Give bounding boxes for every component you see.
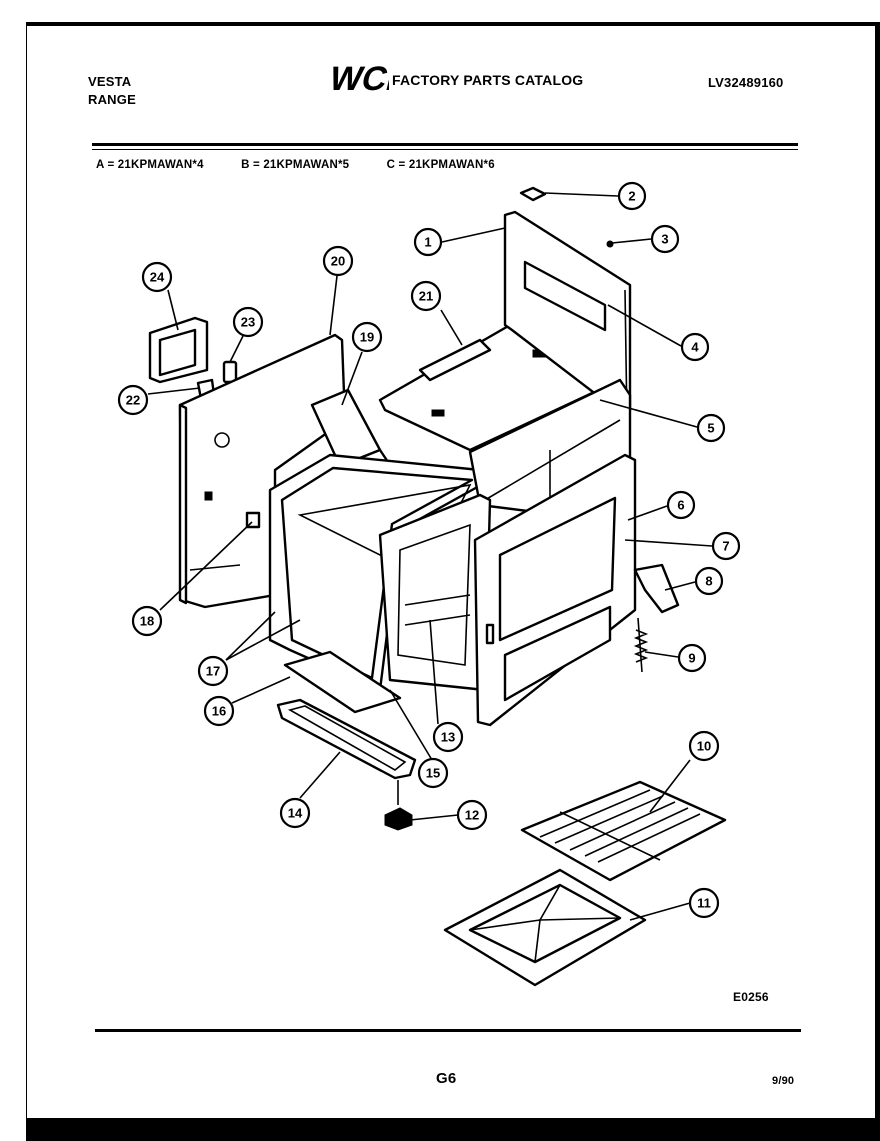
svg-text:13: 13 bbox=[441, 730, 455, 745]
svg-text:20: 20 bbox=[331, 254, 345, 269]
svg-text:18: 18 bbox=[140, 614, 154, 629]
header-rule-bottom bbox=[92, 149, 798, 150]
part-16 bbox=[283, 650, 402, 714]
callout-15: 15 bbox=[417, 757, 449, 789]
catalog-date: 9/90 bbox=[772, 1075, 795, 1087]
callout-7: 7 bbox=[711, 531, 741, 561]
leader-lines bbox=[147, 192, 713, 921]
svg-text:7: 7 bbox=[722, 539, 729, 554]
callout-12: 12 bbox=[456, 799, 488, 831]
model-number: LV32489160 bbox=[708, 75, 784, 90]
part-plug-2 bbox=[519, 186, 547, 202]
svg-text:2: 2 bbox=[628, 189, 635, 204]
callout-5: 5 bbox=[696, 413, 726, 443]
svg-text:14: 14 bbox=[288, 806, 303, 821]
part-side-panel-20 bbox=[178, 333, 347, 609]
callout-3: 3 bbox=[650, 224, 680, 254]
variant-c: C = 21KPMAWAN*6 bbox=[386, 159, 495, 171]
svg-text:5: 5 bbox=[707, 421, 714, 436]
svg-text:11: 11 bbox=[697, 896, 711, 911]
part-leveler-12 bbox=[384, 780, 413, 831]
variant-list: A = 21KPMAWAN*4 B = 21KPMAWAN*5 C = 21KP… bbox=[96, 159, 529, 171]
svg-text:9: 9 bbox=[688, 651, 695, 666]
part-screw-3 bbox=[606, 240, 614, 248]
footer-rule bbox=[95, 1029, 801, 1032]
part-door-6 bbox=[473, 453, 637, 727]
callout-24: 24 bbox=[141, 261, 173, 293]
wci-logo: WCI bbox=[326, 60, 389, 96]
callout-1: 1 bbox=[413, 227, 443, 257]
callout-18: 18 bbox=[131, 605, 163, 637]
part-hinge-8 bbox=[633, 563, 680, 614]
callout-4: 4 bbox=[680, 332, 710, 362]
callout-22: 22 bbox=[117, 384, 149, 416]
catalog-title: FACTORY PARTS CATALOG bbox=[392, 72, 584, 88]
callout-10: 10 bbox=[688, 730, 720, 762]
svg-text:12: 12 bbox=[465, 808, 479, 823]
svg-text:1: 1 bbox=[424, 235, 431, 250]
svg-text:6: 6 bbox=[677, 498, 684, 513]
callout-21: 21 bbox=[410, 280, 442, 312]
callout-23: 23 bbox=[232, 306, 264, 338]
svg-text:22: 22 bbox=[126, 393, 140, 408]
part-bracket-24 bbox=[148, 316, 209, 384]
callout-8: 8 bbox=[694, 566, 724, 596]
svg-text:10: 10 bbox=[697, 739, 711, 754]
brand-name: VESTA bbox=[88, 74, 132, 89]
drawing-code: E0256 bbox=[733, 990, 769, 1004]
page-number: G6 bbox=[436, 1070, 457, 1087]
callout-9: 9 bbox=[677, 643, 707, 673]
wci-logo-text: WCI bbox=[326, 60, 389, 96]
callout-11: 11 bbox=[688, 887, 720, 919]
part-clip-23 bbox=[222, 360, 238, 384]
svg-text:4: 4 bbox=[691, 340, 699, 355]
callout-2: 2 bbox=[617, 181, 647, 211]
callout-14: 14 bbox=[279, 797, 311, 829]
variant-b: B = 21KPMAWAN*5 bbox=[241, 159, 350, 171]
callout-20: 20 bbox=[322, 245, 354, 277]
part-rack-10 bbox=[520, 780, 727, 882]
svg-text:8: 8 bbox=[705, 574, 712, 589]
svg-text:19: 19 bbox=[360, 330, 374, 345]
part-spring-9 bbox=[633, 617, 649, 673]
callout-19: 19 bbox=[351, 321, 383, 353]
svg-text:15: 15 bbox=[426, 766, 440, 781]
svg-text:3: 3 bbox=[661, 232, 668, 247]
svg-text:16: 16 bbox=[212, 704, 226, 719]
callout-6: 6 bbox=[666, 490, 696, 520]
callout-16: 16 bbox=[203, 695, 235, 727]
header-rule-top bbox=[92, 143, 798, 146]
variant-a: A = 21KPMAWAN*4 bbox=[96, 159, 204, 171]
callout-13: 13 bbox=[432, 721, 464, 753]
part-drawer-14 bbox=[276, 698, 417, 780]
svg-text:21: 21 bbox=[419, 289, 433, 304]
svg-text:23: 23 bbox=[241, 315, 255, 330]
callout-17: 17 bbox=[197, 655, 229, 687]
svg-text:17: 17 bbox=[206, 664, 220, 679]
part-broiler-pan-11 bbox=[443, 868, 647, 987]
svg-text:24: 24 bbox=[150, 270, 165, 285]
product-type: RANGE bbox=[88, 92, 136, 107]
brand-block: VESTA RANGE bbox=[88, 74, 136, 110]
